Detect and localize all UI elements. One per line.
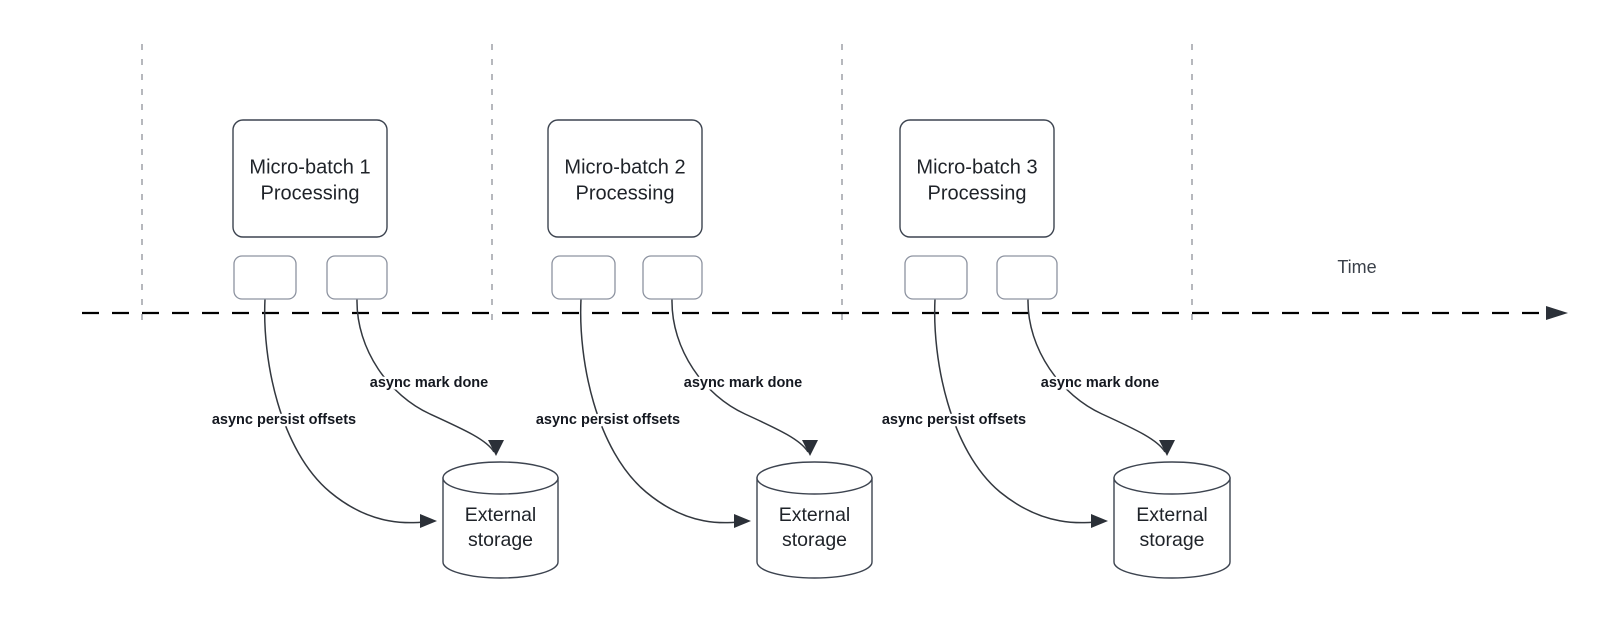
async-persist-offsets-2-label: async persist offsets — [536, 412, 680, 428]
external-storage-2-top — [756, 461, 873, 495]
micro-batch-2-box[interactable] — [547, 119, 703, 238]
micro-batch-1-box[interactable] — [232, 119, 388, 238]
task-slot-1a[interactable] — [233, 255, 297, 300]
async-mark-done-3-arrowhead — [1159, 440, 1175, 456]
task-slot-3b[interactable] — [996, 255, 1058, 300]
time-axis-arrowhead — [1546, 306, 1568, 320]
async-persist-offsets-2-label-halo: async persist offsets — [536, 412, 680, 428]
external-storage-1-body — [442, 477, 559, 579]
async-persist-offsets-3-label-halo: async persist offsets — [882, 412, 1026, 428]
external-storage-3-body — [1113, 477, 1231, 579]
micro-batch-1-box-line1: Micro-batch 1 — [249, 157, 370, 179]
async-persist-offsets-3-arrowhead — [1091, 514, 1108, 528]
async-persist-offsets-2-curve — [579, 298, 749, 524]
external-storage-1-top — [442, 461, 559, 495]
external-storage-1-line1: External — [465, 504, 537, 526]
task-slot-2a[interactable] — [551, 255, 616, 300]
async-persist-offsets-3-label: async persist offsets — [882, 412, 1026, 428]
async-mark-done-3-curve — [1027, 298, 1166, 453]
external-storage-2-line2: storage — [782, 529, 847, 551]
external-storage-3-line2: storage — [1139, 529, 1204, 551]
external-storage-2-body — [756, 477, 873, 579]
nodes-layer: Micro-batch 1ProcessingExternalstorageMi… — [232, 119, 1231, 579]
timeline-layer — [82, 306, 1568, 320]
async-mark-done-2-label: async mark done — [684, 375, 802, 391]
micro-batch-3-box-line2: Processing — [928, 183, 1027, 205]
edge-labels-layer: async persist offsets async persist offse… — [209, 373, 1161, 431]
async-mark-done-1-arrowhead — [488, 440, 504, 456]
async-persist-offsets-3-curve — [933, 298, 1106, 524]
async-mark-done-1-curve — [356, 298, 495, 453]
external-storage-3-top — [1113, 461, 1231, 495]
tick-lines-layer — [141, 44, 1193, 322]
time-axis-label: Time — [1337, 257, 1376, 277]
async-mark-done-1-label-halo: async mark done — [370, 375, 488, 391]
edges-layer — [263, 298, 1175, 528]
async-mark-done-2-curve — [671, 298, 809, 453]
task-slot-2b[interactable] — [642, 255, 703, 300]
async-mark-done-1-label: async mark done — [370, 375, 488, 391]
task-slot-3a[interactable] — [904, 255, 968, 300]
micro-batch-1-box-line2: Processing — [261, 183, 360, 205]
async-persist-offsets-1-label-halo: async persist offsets — [212, 412, 356, 428]
async-mark-done-3-label-halo: async mark done — [1041, 375, 1159, 391]
async-persist-offsets-1-curve — [263, 298, 435, 524]
async-persist-offsets-2-arrowhead — [734, 514, 751, 528]
external-storage-3-line1: External — [1136, 504, 1208, 526]
micro-batch-3-box[interactable] — [899, 119, 1055, 238]
task-slot-1b[interactable] — [326, 255, 388, 300]
micro-batch-2-box-line1: Micro-batch 2 — [564, 157, 685, 179]
async-persist-offsets-1-arrowhead — [420, 514, 437, 528]
async-persist-offsets-1-label: async persist offsets — [212, 412, 356, 428]
async-mark-done-2-label-halo: async mark done — [684, 375, 802, 391]
micro-batch-3-box-line1: Micro-batch 3 — [916, 157, 1037, 179]
async-mark-done-2-arrowhead — [802, 440, 818, 456]
external-storage-1-line2: storage — [468, 529, 533, 551]
micro-batch-2-box-line2: Processing — [576, 183, 675, 205]
external-storage-2-line1: External — [779, 504, 851, 526]
async-mark-done-3-label: async mark done — [1041, 375, 1159, 391]
